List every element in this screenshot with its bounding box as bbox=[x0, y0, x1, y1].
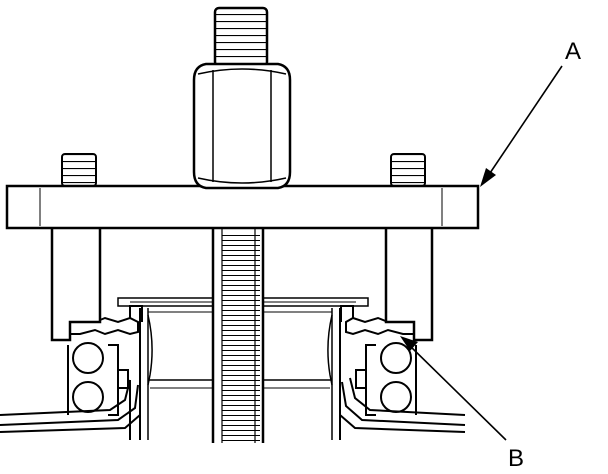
ball-bearing-left bbox=[67, 342, 129, 416]
threaded-rod bbox=[211, 228, 265, 443]
crossbar bbox=[5, 184, 480, 230]
retaining-clip-right bbox=[340, 305, 416, 336]
callout-label-b: B bbox=[508, 445, 525, 472]
bolt-right bbox=[390, 153, 426, 187]
bolt-left bbox=[61, 153, 97, 187]
hex-nut bbox=[192, 62, 292, 190]
puller-jaw-left bbox=[50, 228, 102, 342]
leader-line-b bbox=[400, 336, 507, 441]
puller-jaw-right bbox=[384, 228, 434, 342]
housing-right bbox=[339, 377, 466, 433]
callout-label-a: A bbox=[565, 38, 582, 65]
ball-bearing-right bbox=[355, 342, 417, 416]
center-bolt-thread bbox=[213, 6, 269, 68]
leader-line-a bbox=[480, 65, 563, 187]
